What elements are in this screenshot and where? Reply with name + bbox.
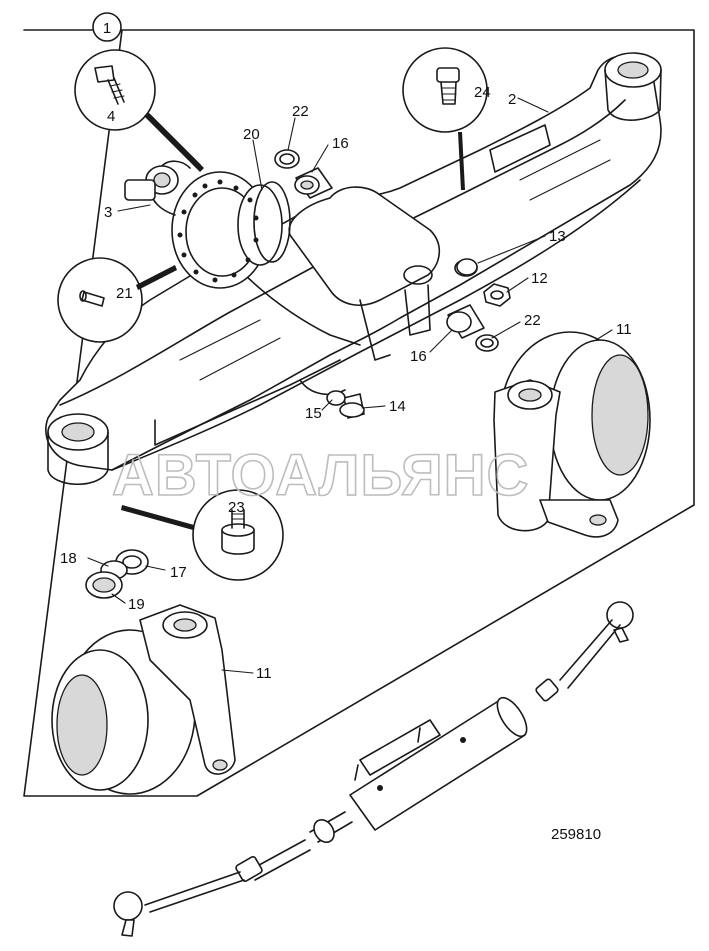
washer-22-lower	[475, 334, 499, 352]
callout-15: 15	[305, 405, 322, 422]
callout-21: 21	[116, 285, 133, 302]
panel-number-badge: 1	[92, 12, 122, 42]
callout-4: 4	[107, 108, 115, 125]
callout-11-right: 11	[616, 321, 632, 338]
callout-1: 1	[103, 20, 111, 37]
washer-13	[456, 258, 478, 276]
callout-24: 24	[474, 84, 491, 101]
detail-bubble-bolt-4	[74, 49, 204, 172]
flange-bolt-holes	[177, 179, 259, 283]
detail-bubble-screw-24	[402, 47, 488, 190]
callout-3: 3	[104, 204, 112, 221]
washer-15	[326, 390, 346, 406]
bush-16-lower	[446, 304, 485, 339]
callout-22-lower: 22	[524, 312, 541, 329]
bush-16-upper	[294, 167, 333, 199]
callout-23: 23	[228, 499, 245, 516]
callout-20: 20	[243, 126, 260, 143]
callout-16-lower: 16	[410, 348, 427, 365]
callout-18: 18	[60, 550, 77, 567]
callout-12: 12	[531, 270, 548, 287]
bearing-19	[85, 571, 123, 599]
hub-carrier-left	[51, 604, 236, 795]
plug-14	[339, 393, 365, 419]
washer-22-upper	[274, 149, 300, 169]
callout-2: 2	[508, 91, 516, 108]
callout-22-upper: 22	[292, 103, 309, 120]
steering-tie-rod	[113, 601, 634, 937]
differential-flange	[124, 160, 291, 289]
callout-11-left: 11	[256, 665, 272, 682]
figure-reference-code: 259810	[551, 826, 601, 843]
hub-carrier-right	[493, 331, 651, 538]
callout-17: 17	[170, 564, 187, 581]
callout-13: 13	[549, 228, 566, 245]
detail-bubble-plug-23	[121, 489, 284, 581]
axle-beam	[45, 52, 662, 486]
panel-frame	[23, 29, 695, 797]
callout-19: 19	[128, 596, 145, 613]
callout-14: 14	[389, 398, 406, 415]
callout-16-upper: 16	[332, 135, 349, 152]
leader-lines	[87, 97, 613, 674]
detail-bubble-pin-21	[57, 257, 177, 343]
nut-12	[483, 283, 511, 307]
watermark-text: АВТОАЛЬЯНС	[112, 443, 529, 508]
